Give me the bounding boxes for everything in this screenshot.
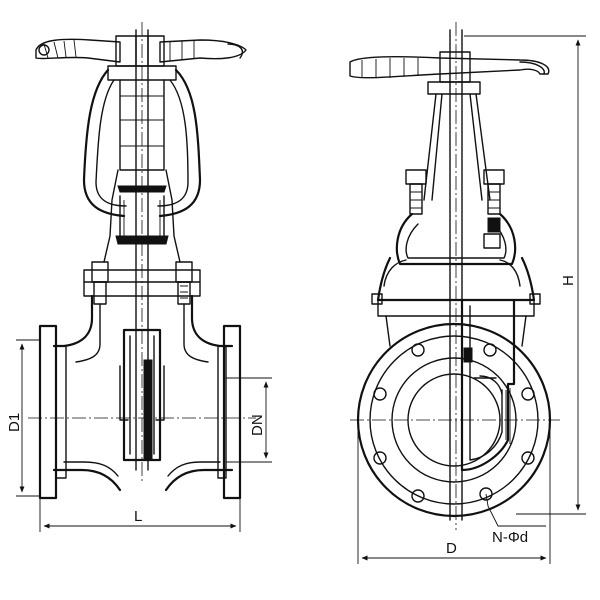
side-gland-bolts xyxy=(405,169,505,249)
label-l: L xyxy=(134,508,142,525)
dimension-h: H xyxy=(464,35,586,515)
front-flanges xyxy=(38,324,242,500)
label-dn: DN xyxy=(249,414,266,436)
label-d1: D1 xyxy=(6,413,23,432)
leader-n-phi-d: N-Φd xyxy=(485,493,546,546)
label-n-phi-d: N-Φd xyxy=(492,529,528,546)
side-gate-section xyxy=(460,298,516,472)
side-yoke xyxy=(423,29,491,521)
label-h: H xyxy=(560,275,577,286)
side-handwheel xyxy=(349,51,550,95)
front-view: D1 DN L xyxy=(6,22,272,532)
label-d: D xyxy=(446,540,457,557)
front-handwheel xyxy=(35,35,247,67)
side-view: H D N-Φd xyxy=(349,22,586,564)
dimension-d1: D1 xyxy=(6,339,40,497)
front-stem-gate xyxy=(119,29,165,471)
dimension-l: L xyxy=(39,498,241,532)
dimension-dn: DN xyxy=(226,377,272,463)
dimension-d: D xyxy=(357,420,551,564)
